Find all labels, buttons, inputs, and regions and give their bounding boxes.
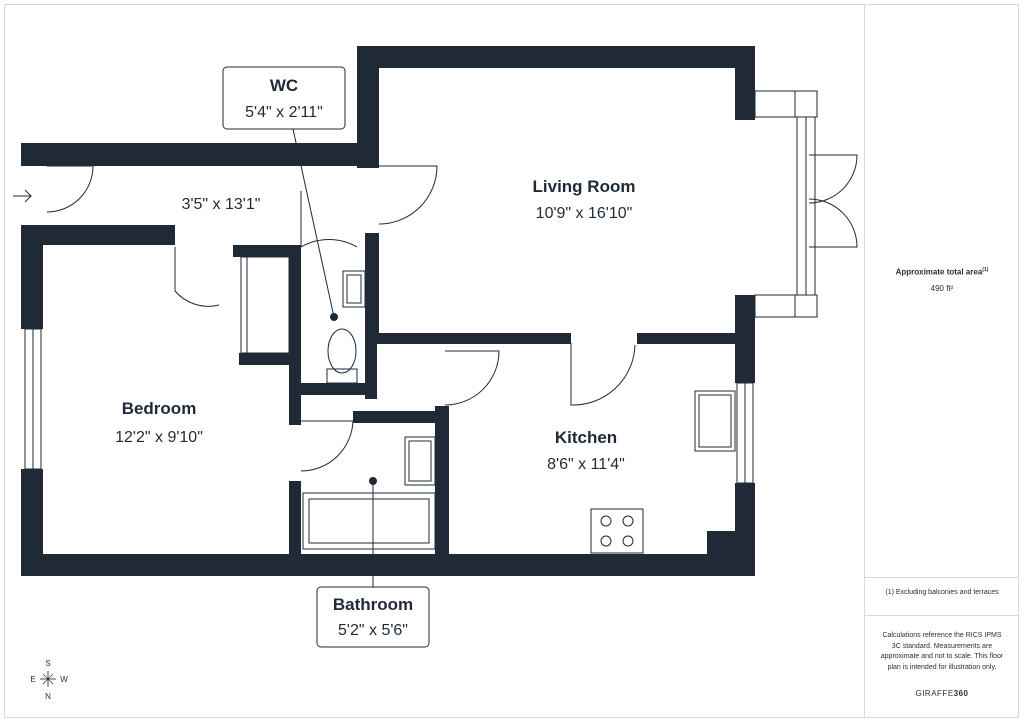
bedroom-name: Bedroom — [122, 399, 197, 418]
hall-size: 3'5" x 13'1" — [182, 196, 261, 213]
info-sidebar: Approximate total area(1) 490 ft² (1) Ex… — [864, 5, 1019, 717]
wc-callout-dot — [330, 313, 338, 321]
bathroom-callout: Bathroom 5'2" x 5'6" — [316, 586, 430, 648]
bathroom-size: 5'2" x 5'6" — [338, 622, 408, 639]
bathroom-callout-dot — [369, 477, 377, 485]
total-area-note-marker: (1) — [982, 267, 989, 273]
bathroom-name: Bathroom — [333, 595, 413, 614]
total-area-label-text: Approximate total area — [895, 267, 983, 277]
area-footnote: (1) Excluding balconies and terraces — [885, 589, 999, 596]
compass-n: N — [45, 692, 51, 701]
wc-name: WC — [270, 76, 298, 95]
compass-e: E — [30, 675, 35, 684]
floor-plan-sheet: WC 5'4" x 2'11" Bathroom 5'2" x 5'6" 3'5… — [4, 4, 1019, 718]
total-area-label: Approximate total area(1) — [865, 267, 1019, 277]
compass: S N E W — [30, 659, 68, 701]
compass-s: S — [45, 659, 50, 668]
living-room-size: 10'9" x 16'10" — [536, 205, 633, 222]
fixtures — [13, 90, 858, 554]
brand-logo: GIRAFFE360 — [865, 689, 1019, 698]
disclaimer: Calculations reference the RICS IPMS 3C … — [880, 632, 1004, 671]
sidebar-divider-2 — [865, 615, 1019, 616]
kitchen-name: Kitchen — [555, 428, 617, 447]
wc-size: 5'4" x 2'11" — [245, 104, 323, 121]
floor-plan: WC 5'4" x 2'11" Bathroom 5'2" x 5'6" 3'5… — [13, 46, 858, 701]
walls — [21, 46, 755, 576]
brand-suffix: 360 — [953, 689, 969, 698]
kitchen-size: 8'6" x 11'4" — [547, 456, 625, 473]
wc-callout: WC 5'4" x 2'11" — [222, 66, 346, 130]
bedroom-size: 12'2" x 9'10" — [115, 429, 203, 446]
brand-prefix: GIRAFFE — [915, 689, 954, 698]
callout-leaders — [292, 128, 374, 587]
compass-w: W — [60, 675, 68, 684]
plan-area: WC 5'4" x 2'11" Bathroom 5'2" x 5'6" 3'5… — [5, 5, 864, 717]
sidebar-divider-1 — [865, 577, 1019, 578]
total-area-value: 490 ft² — [930, 283, 954, 293]
living-room-name: Living Room — [533, 177, 636, 196]
total-area-block: Approximate total area(1) 490 ft² — [865, 267, 1019, 293]
